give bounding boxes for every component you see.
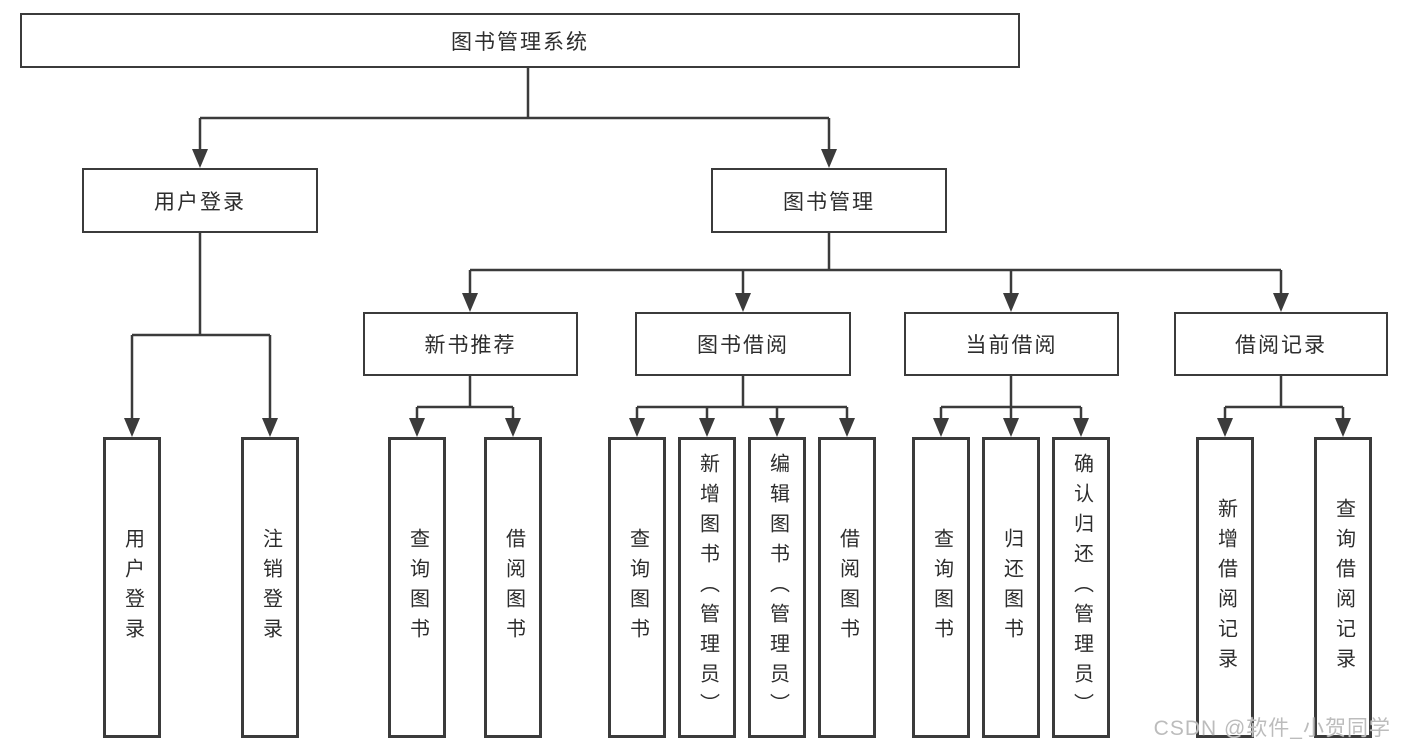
leaf-add-books-admin-label: 新增图书（管理员） [696, 452, 719, 723]
leaf-query-books-current: 查询图书 [912, 437, 970, 738]
leaf-query-books-recommend-label: 查询图书 [406, 527, 429, 648]
leaf-query-borrow-record: 查询借阅记录 [1314, 437, 1372, 738]
leaf-edit-books-admin-label: 编辑图书（管理员） [766, 452, 789, 723]
leaf-return-books-label: 归还图书 [1000, 527, 1023, 648]
node-user-login-label: 用户登录 [154, 190, 246, 214]
arrowheads [124, 149, 1351, 437]
leaf-query-books-current-label: 查询图书 [930, 527, 953, 648]
connector-book-management-split [468, 233, 1283, 294]
leaf-borrow-books-recommend-label: 借阅图书 [502, 527, 525, 648]
node-library-management-system-label: 图书管理系统 [451, 30, 589, 54]
leaf-add-borrow-record-label: 新增借阅记录 [1214, 497, 1237, 678]
connector-user-login-split [130, 233, 272, 419]
node-book-management-label: 图书管理 [783, 190, 875, 214]
node-book-borrowing: 图书借阅 [635, 312, 851, 376]
leaf-borrow-books-recommend: 借阅图书 [484, 437, 542, 738]
leaf-borrow-books-label: 借阅图书 [836, 527, 859, 648]
leaf-confirm-return-admin-label: 确认归还（管理员） [1070, 452, 1093, 723]
csdn-watermark: CSDN @软件_小贺同学 [1153, 717, 1391, 740]
node-current-borrowing: 当前借阅 [904, 312, 1119, 376]
leaf-logout-login-label: 注销登录 [259, 527, 282, 648]
leaf-edit-books-admin: 编辑图书（管理员） [748, 437, 806, 738]
node-current-borrowing-label: 当前借阅 [965, 334, 1058, 357]
node-new-book-recommendation: 新书推荐 [363, 312, 578, 376]
node-library-management-system: 图书管理系统 [20, 13, 1020, 68]
leaf-confirm-return-admin: 确认归还（管理员） [1052, 437, 1110, 738]
leaf-query-borrow-record-label: 查询借阅记录 [1332, 497, 1355, 678]
leaf-logout-login: 注销登录 [241, 437, 299, 738]
node-book-management: 图书管理 [711, 168, 947, 233]
leaf-query-books-borrow: 查询图书 [608, 437, 666, 738]
connector-borrow-record-split [1223, 376, 1345, 419]
connector-new-book-split [415, 376, 515, 419]
node-borrowing-records: 借阅记录 [1174, 312, 1388, 376]
node-user-login: 用户登录 [82, 168, 318, 233]
connector-root-split [198, 68, 831, 150]
node-book-borrowing-label: 图书借阅 [697, 334, 789, 357]
node-new-book-recommendation-label: 新书推荐 [424, 334, 517, 357]
leaf-query-books-borrow-label: 查询图书 [626, 527, 649, 648]
node-borrowing-records-label: 借阅记录 [1235, 334, 1327, 357]
leaf-return-books: 归还图书 [982, 437, 1040, 738]
leaf-user-login-label: 用户登录 [121, 527, 144, 648]
leaf-query-books-recommend: 查询图书 [388, 437, 446, 738]
leaf-user-login: 用户登录 [103, 437, 161, 738]
leaf-add-borrow-record: 新增借阅记录 [1196, 437, 1254, 738]
connector-current-borrow-split [939, 376, 1083, 419]
connector-book-borrow-split [635, 376, 849, 419]
leaf-add-books-admin: 新增图书（管理员） [678, 437, 736, 738]
leaf-borrow-books: 借阅图书 [818, 437, 876, 738]
